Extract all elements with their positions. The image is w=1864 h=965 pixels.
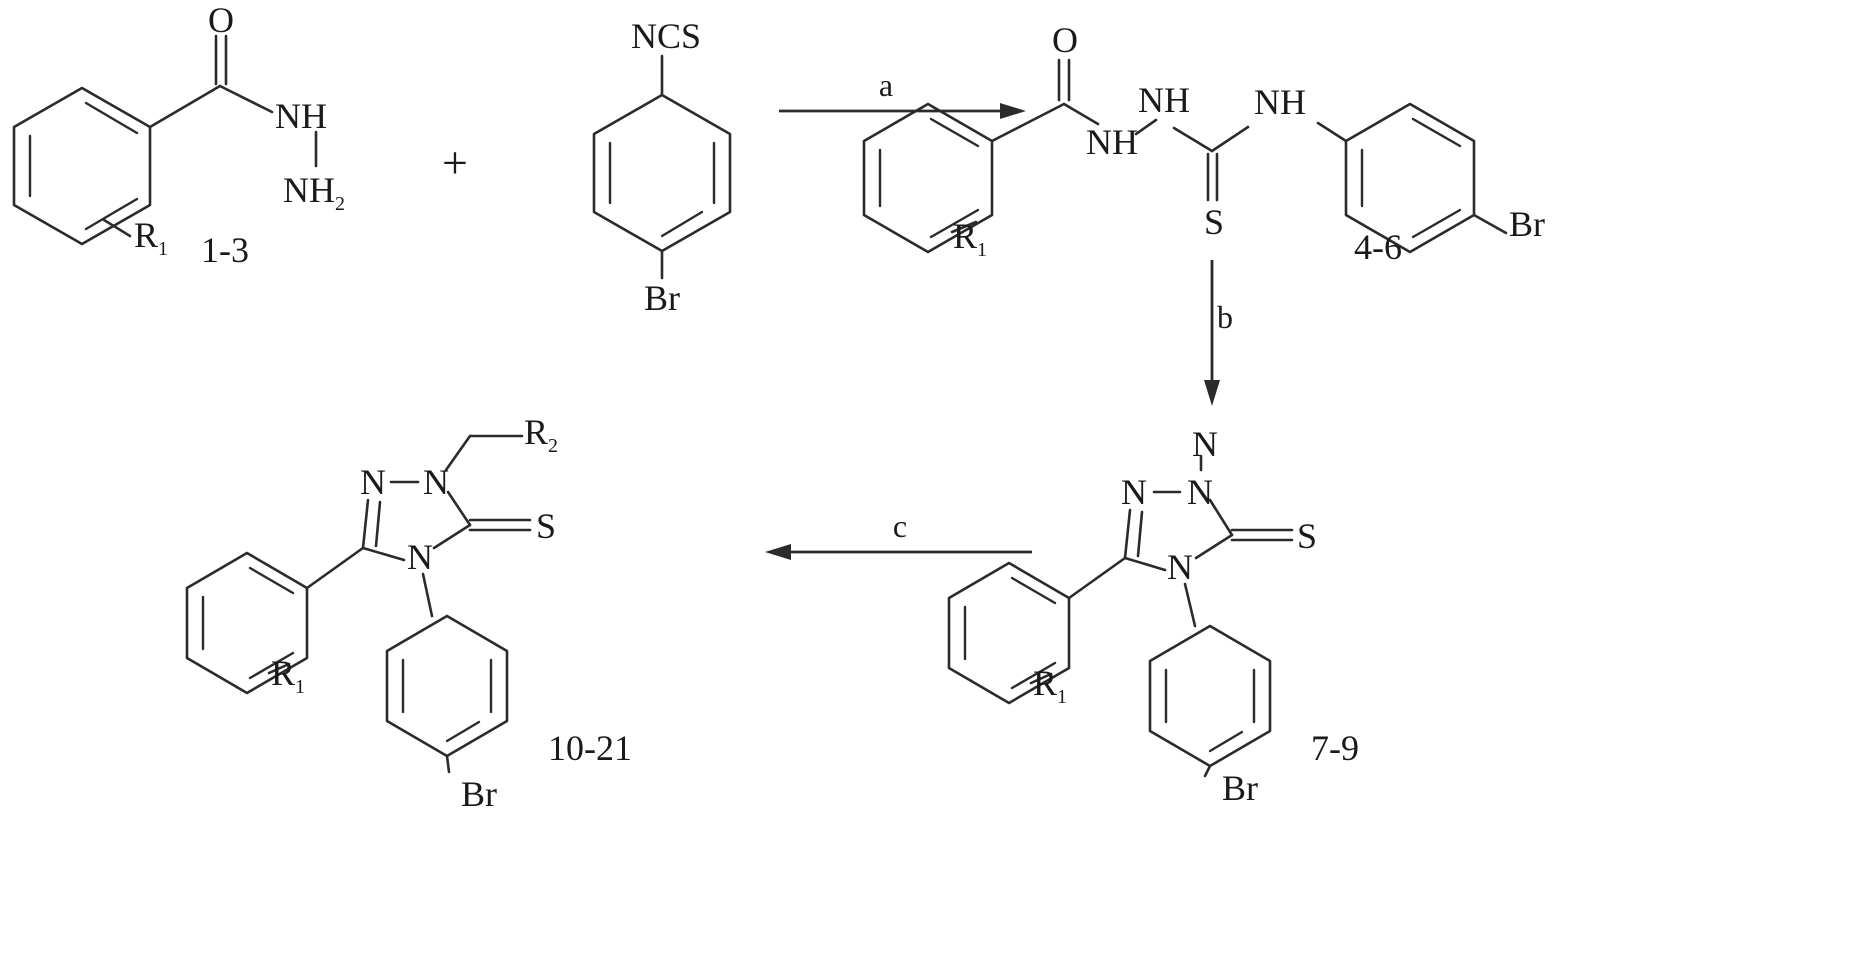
ncs-label: NCS — [631, 16, 701, 56]
compound-final: R2 N N N S Br R1 10-21 — [185, 412, 632, 814]
compound-hydrazide: O NH NH2 R1 1-3 — [12, 0, 345, 270]
nitrogen-label: N — [1167, 547, 1193, 587]
nitrogen-label: N — [1192, 424, 1218, 464]
compound-isothiocyanate: NCS Br — [592, 16, 732, 318]
bromine-label: Br — [644, 278, 680, 318]
plus-sign: + — [442, 137, 468, 188]
r2-label: R2 — [524, 412, 558, 457]
nh-label: NH — [1086, 122, 1138, 162]
nitrogen-label: N — [1187, 472, 1213, 512]
r1-label: R1 — [1033, 663, 1067, 708]
compound-number-7-9: 7-9 — [1311, 728, 1359, 768]
sulfur-label: S — [536, 506, 556, 546]
nh-label: NH — [1138, 80, 1190, 120]
arrow-step-a: a — [779, 67, 1026, 119]
bromine-label: Br — [461, 774, 497, 814]
r1-label: R1 — [134, 215, 168, 260]
arrow-step-b: b — [1204, 260, 1233, 406]
sulfur-label: S — [1204, 202, 1224, 242]
bromine-label: Br — [1222, 768, 1258, 808]
nitrogen-label: N — [360, 462, 386, 502]
oxygen-label: O — [208, 0, 234, 40]
oxygen-label: O — [1052, 20, 1078, 60]
compound-number-4-6: 4-6 — [1354, 227, 1402, 267]
nh-label: NH — [275, 96, 327, 136]
r1-label: R1 — [271, 653, 305, 698]
compound-thiosemicarbazide: O NH NH NH S Br R1 4-6 — [862, 20, 1545, 267]
arrow-step-c: c — [765, 508, 1032, 560]
step-label-a: a — [879, 67, 893, 103]
nh2-label: NH2 — [283, 170, 345, 215]
r1-label: R1 — [953, 216, 987, 261]
bromine-label: Br — [1509, 204, 1545, 244]
compound-triazolethione: N N N N S Br R1 7-9 — [947, 424, 1359, 808]
sulfur-label: S — [1297, 516, 1317, 556]
nitrogen-label: N — [1121, 472, 1147, 512]
nh-label: NH — [1254, 82, 1306, 122]
nitrogen-label: N — [407, 537, 433, 577]
nitrogen-label: N — [423, 462, 449, 502]
compound-number-1-3: 1-3 — [201, 230, 249, 270]
step-label-c: c — [893, 508, 907, 544]
compound-number-10-21: 10-21 — [548, 728, 632, 768]
step-label-b: b — [1217, 299, 1233, 335]
